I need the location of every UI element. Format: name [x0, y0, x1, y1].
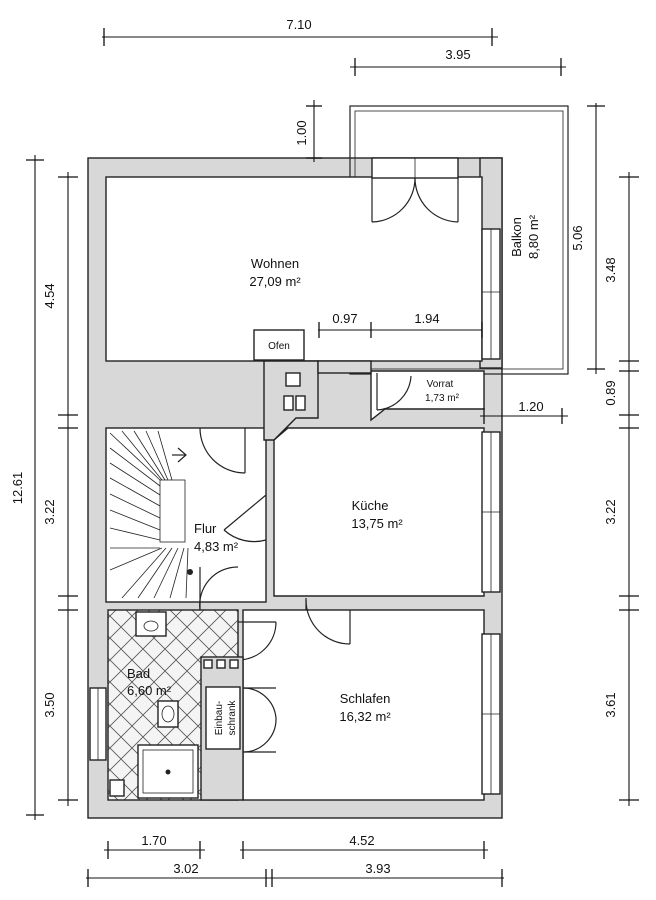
- bad-area: 6,60 m²: [127, 683, 172, 698]
- balkon-area: 8,80 m²: [526, 214, 541, 259]
- dim-left-mid: 3.22: [42, 499, 57, 524]
- dim-wohnen-b: 1.94: [414, 311, 439, 326]
- flur-name: Flur: [194, 521, 217, 536]
- einbauschrank-label-2: schrank: [227, 699, 238, 735]
- wohnen-area: 27,09 m²: [249, 274, 301, 289]
- room-vorrat: [370, 370, 485, 422]
- balkon-name: Balkon: [509, 217, 524, 257]
- vorrat-area: 1,73 m²: [425, 393, 460, 404]
- dim-left-bottom: 3.50: [42, 692, 57, 717]
- schlafen-area: 16,32 m²: [339, 709, 391, 724]
- wohnen-name: Wohnen: [251, 256, 299, 271]
- doors: [199, 373, 412, 661]
- dim-right-small: 0.89: [603, 380, 618, 405]
- dim-balcony-offset: 1.00: [294, 120, 309, 145]
- bathroom-fixtures: [109, 611, 199, 799]
- dim-wohnen-a: 0.97: [332, 311, 357, 326]
- schlafen-name: Schlafen: [340, 691, 391, 706]
- dim-right-bottom: 3.61: [603, 692, 618, 717]
- vorrat-name: Vorrat: [427, 379, 454, 390]
- room-labels: Wohnen 27,09 m² Balkon 8,80 m² Küche 13,…: [127, 214, 541, 724]
- dim-bottom-left-inner: 1.70: [141, 833, 166, 848]
- kueche-name: Küche: [352, 498, 389, 513]
- dim-right-top: 3.48: [603, 257, 618, 282]
- dim-left-total: 12.61: [10, 472, 25, 505]
- room-flur: [105, 427, 267, 603]
- stove: Ofen: [253, 329, 305, 361]
- dim-vorrat-width: 1.20: [518, 399, 543, 414]
- kueche-area: 13,75 m²: [351, 516, 403, 531]
- dim-bottom-left-total: 3.02: [173, 861, 198, 876]
- dim-left-top: 4.54: [42, 283, 57, 308]
- balcony-door: [371, 157, 459, 223]
- windows: [89, 228, 501, 795]
- room-schlafen: [242, 609, 485, 801]
- bad-name: Bad: [127, 666, 150, 681]
- dim-right-mid: 3.22: [603, 499, 618, 524]
- einbauschrank-label-1: Einbau-: [214, 701, 225, 735]
- flur-area: 4,83 m²: [194, 539, 239, 554]
- ofen-label: Ofen: [268, 341, 290, 352]
- dim-top-total: 7.10: [286, 17, 311, 32]
- chimney-flues: [283, 372, 306, 411]
- dim-bottom-right-total: 3.93: [365, 861, 390, 876]
- built-in-wardrobe: Einbau- schrank: [200, 656, 277, 801]
- dim-top-balcony: 3.95: [445, 47, 470, 62]
- staircase: [109, 430, 193, 599]
- dim-balcony-depth: 5.06: [570, 225, 585, 250]
- dimension-lines: 7.10 3.95 1.00 12.61 4.54 3.22 3.50 5.06: [10, 17, 639, 887]
- dim-bottom-right-inner: 4.52: [349, 833, 374, 848]
